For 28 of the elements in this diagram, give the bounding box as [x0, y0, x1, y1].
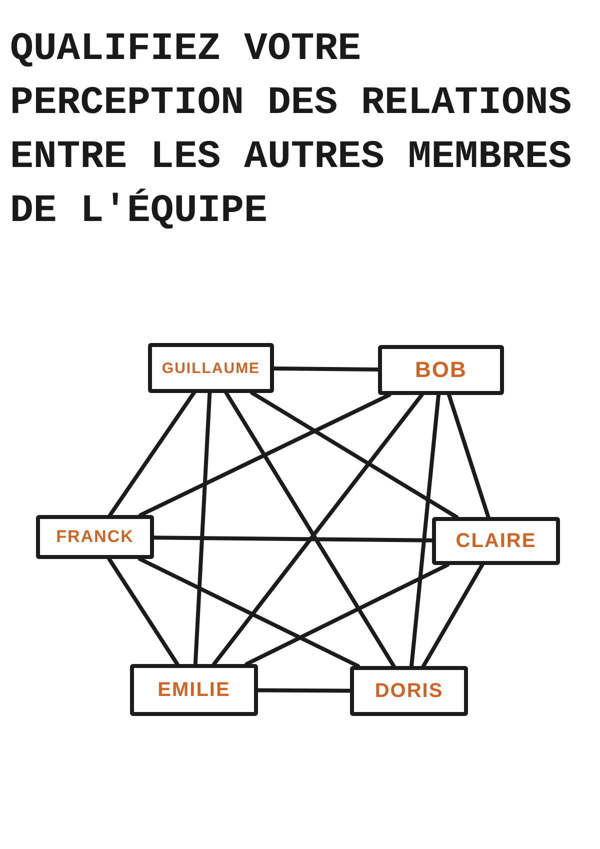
person-name: DORIS — [374, 680, 444, 702]
connector-line — [272, 366, 380, 372]
connector-line — [244, 563, 450, 666]
connector-line — [193, 391, 212, 666]
person-box — [432, 517, 560, 565]
person-name: BOB — [415, 357, 467, 383]
connector-line — [422, 563, 484, 668]
connector-line — [212, 393, 424, 666]
connector-line — [256, 688, 352, 693]
connector-line — [138, 393, 392, 517]
person-box — [148, 343, 274, 393]
person-box — [378, 345, 504, 395]
person-box — [350, 666, 468, 716]
title: QUALIFIEZ VOTRE PERCEPTION DES RELATIONS ENTRE LES AUTRES MEMBRES DE L'ÉQUIPE — [10, 26, 573, 235]
person-name: CLAIRE — [456, 530, 536, 552]
person-name: GUILLAUME — [162, 360, 260, 376]
connector-line — [224, 391, 396, 668]
person-name: FRANCK — [56, 527, 134, 547]
connector-line — [410, 393, 440, 668]
person-box — [130, 664, 258, 716]
person-name: EMILIE — [158, 678, 230, 702]
connector-line — [108, 391, 196, 517]
connector-line — [447, 393, 490, 519]
connector-line — [152, 536, 434, 542]
person-box — [36, 515, 154, 559]
connector-line — [250, 391, 458, 519]
connector-line — [138, 557, 360, 668]
connector-line — [107, 557, 180, 666]
